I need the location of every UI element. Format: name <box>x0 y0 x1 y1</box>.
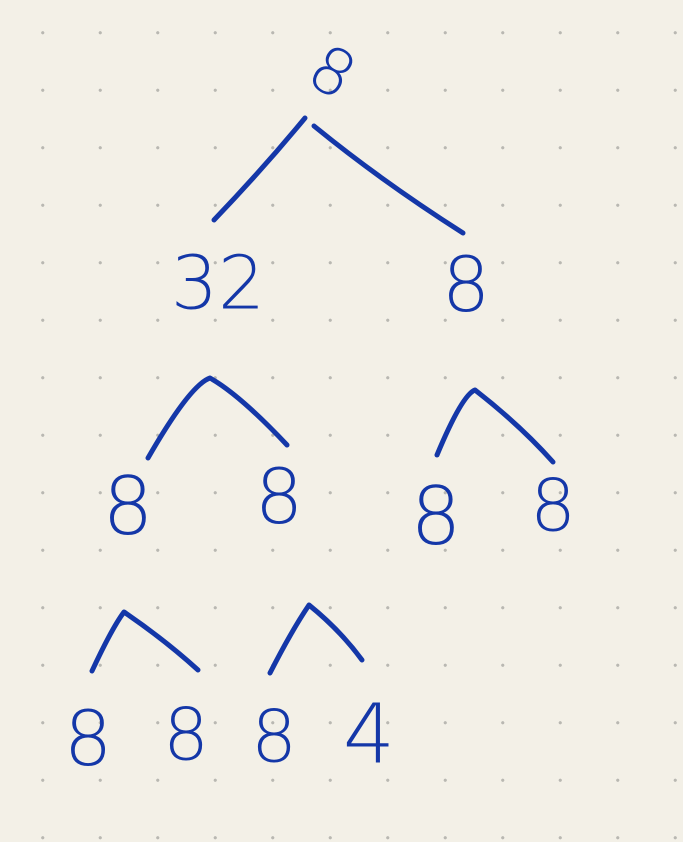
node-level2-1: 8 <box>103 460 154 553</box>
node-level3-4: 4 <box>343 688 395 783</box>
node-level2-2: 8 <box>255 452 303 541</box>
branch-8-pair <box>434 387 556 465</box>
branch-root-right <box>311 123 466 236</box>
node-level2-3: 8 <box>411 470 462 563</box>
branch-32-pair <box>145 375 290 461</box>
node-level2-4: 8 <box>530 464 576 548</box>
branch-root-left <box>211 115 308 223</box>
branch-level2-second-pair <box>267 602 365 676</box>
node-level3-2: 8 <box>163 693 209 777</box>
node-level1-left: 32 <box>171 241 265 327</box>
node-level3-1: 8 <box>64 694 112 783</box>
node-root: 8 <box>296 31 368 115</box>
node-level3-3: 8 <box>251 695 297 779</box>
node-level1-right: 8 <box>442 240 490 329</box>
branch-level2-first-pair <box>89 609 201 674</box>
